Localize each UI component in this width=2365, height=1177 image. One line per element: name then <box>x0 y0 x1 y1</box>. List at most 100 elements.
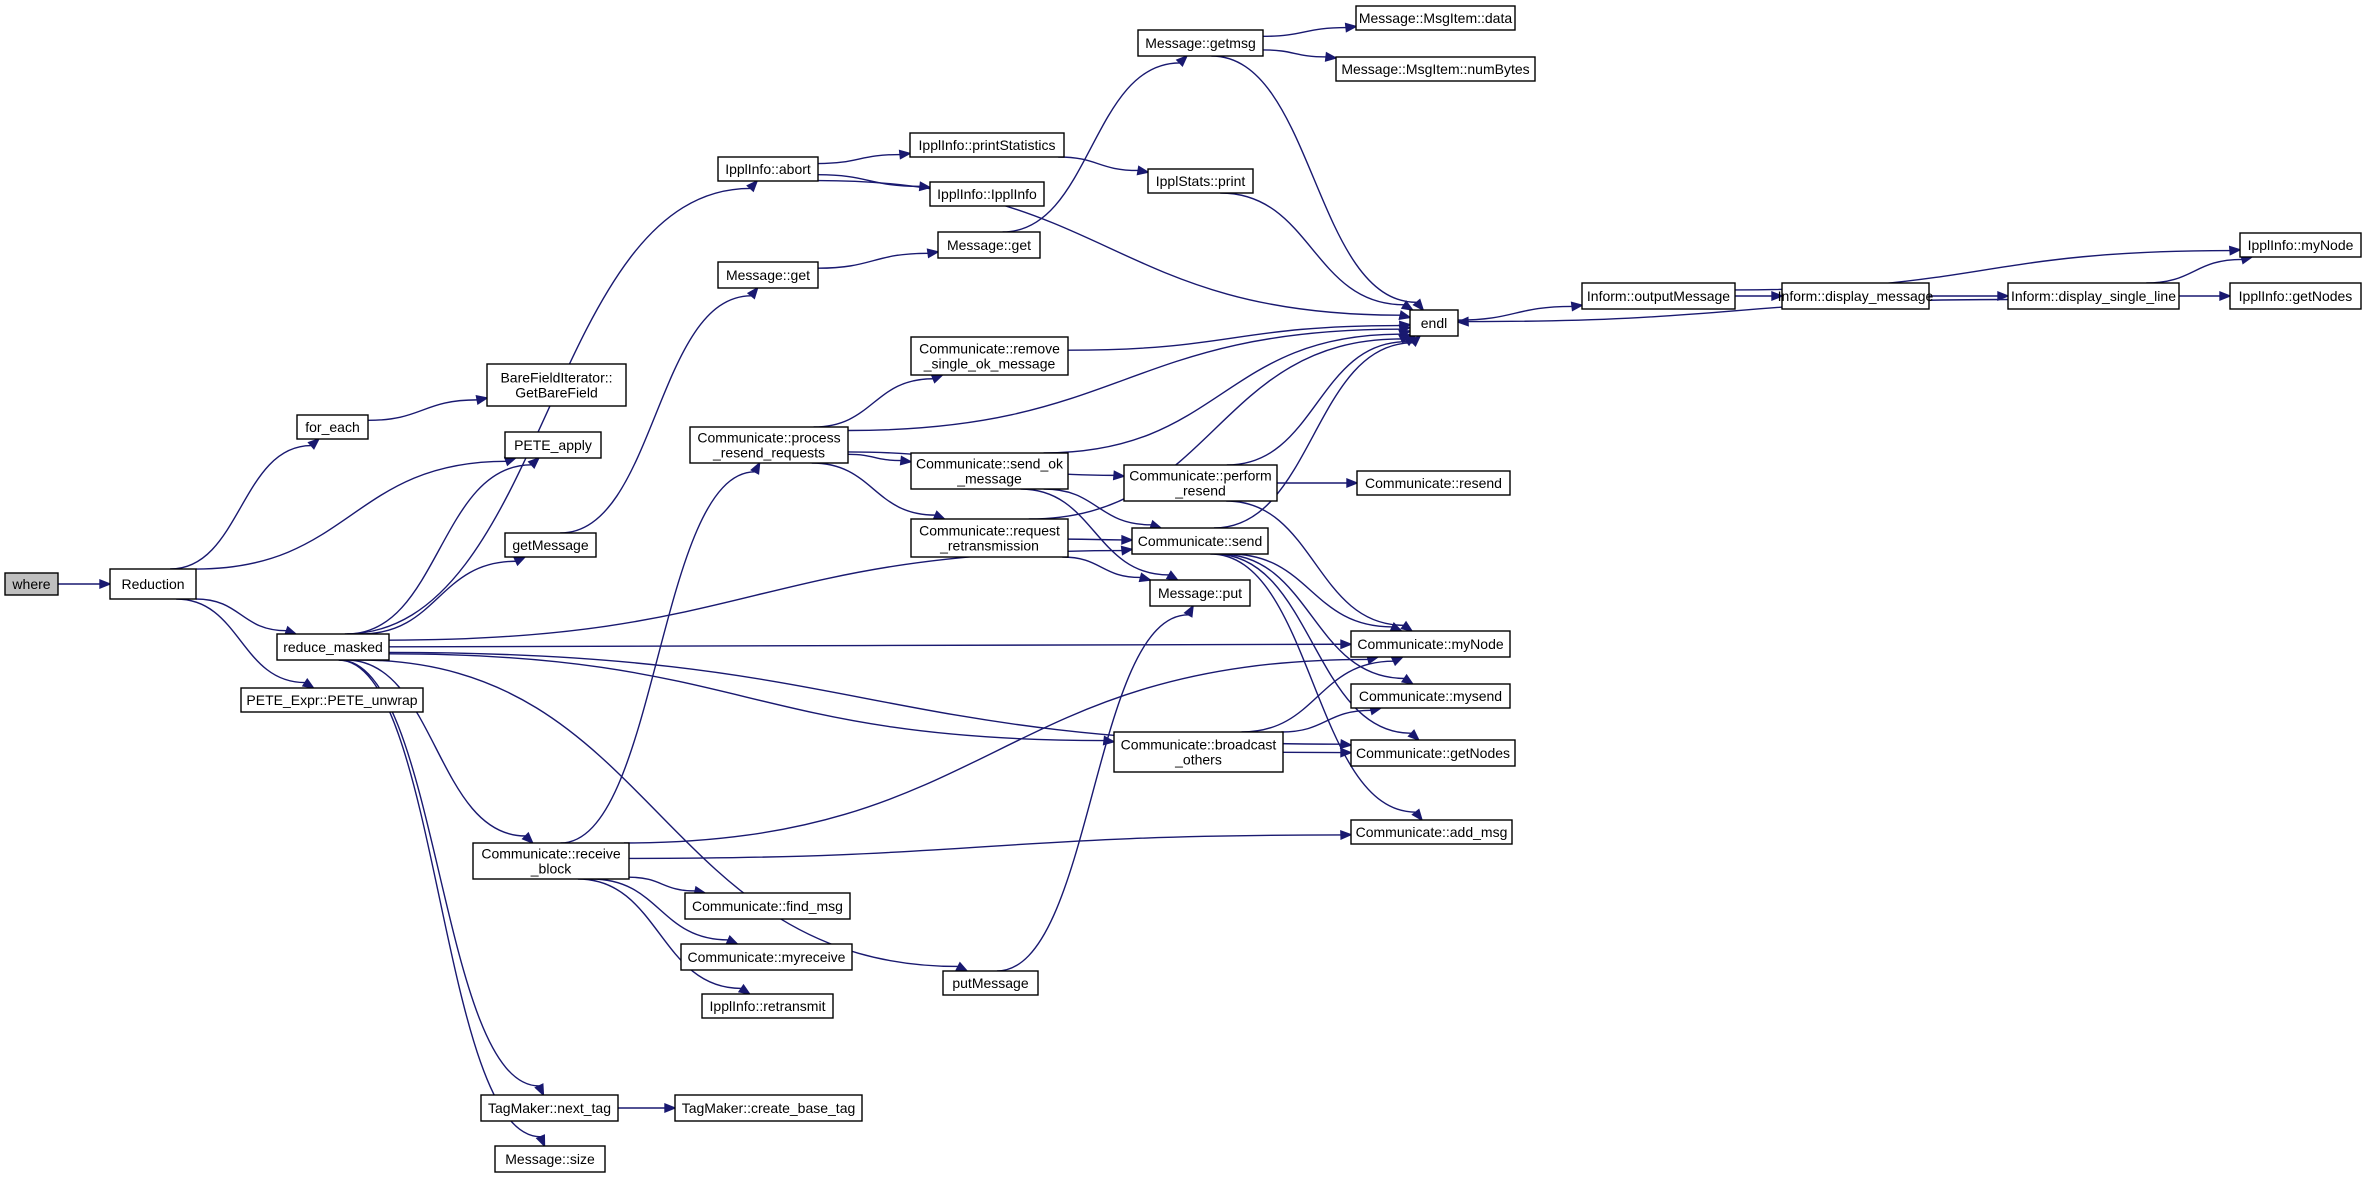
node-message_get1[interactable]: Message::get <box>717 261 819 289</box>
edge-message_getmsg-to-msgitem_data <box>1262 22 1358 38</box>
node-box <box>486 363 627 407</box>
node-barefield[interactable]: BareFieldIterator::GetBareField <box>486 363 627 407</box>
node-comm_myreceive[interactable]: Communicate::myreceive <box>680 943 853 971</box>
node-ippl_mynode[interactable]: IpplInfo::myNode <box>2239 232 2362 258</box>
node-label: Communicate::request <box>919 523 1060 539</box>
node-pete_apply[interactable]: PETE_apply <box>504 431 602 459</box>
node-where[interactable]: where <box>4 572 59 596</box>
node-box <box>2229 282 2362 310</box>
edge-message_get2-to-message_getmsg <box>1002 54 1189 233</box>
edge-line <box>560 295 752 534</box>
edge-ippl_abort-to-endl <box>817 179 1412 320</box>
node-box <box>1350 683 1511 709</box>
node-box <box>929 181 1045 207</box>
node-ippl_abort[interactable]: IpplInfo::abort <box>717 156 819 182</box>
node-box <box>1149 579 1251 607</box>
node-msgitem_numbytes[interactable]: Message::MsgItem::numBytes <box>1335 56 1536 82</box>
edge-arrowhead <box>1324 51 1338 62</box>
edge-line <box>1067 324 1401 351</box>
edge-line <box>577 878 742 990</box>
node-for_each[interactable]: for_each <box>296 414 369 440</box>
node-box <box>109 568 197 600</box>
node-label: _message <box>956 471 1022 487</box>
node-message_getmsg[interactable]: Message::getmsg <box>1137 29 1264 57</box>
node-message_put[interactable]: Message::put <box>1149 579 1251 607</box>
edge-arrowhead <box>930 374 945 384</box>
edge-line <box>996 614 1189 972</box>
node-ippl_retransmit[interactable]: IpplInfo::retransmit <box>701 993 834 1019</box>
node-box <box>1581 282 1736 310</box>
edge-arrowhead <box>1390 656 1405 667</box>
node-ipplstats_print[interactable]: IpplStats::print <box>1147 168 1254 194</box>
node-box <box>910 518 1069 558</box>
node-comm_findmsg[interactable]: Communicate::find_msg <box>684 892 851 920</box>
node-pete_unwrap[interactable]: PETE_Expr::PETE_unwrap <box>240 687 424 713</box>
edge-line <box>623 658 1369 844</box>
edge-arrowhead <box>1407 729 1421 742</box>
node-comm_process[interactable]: Communicate::process_resend_requests <box>689 426 849 464</box>
node-comm_request[interactable]: Communicate::request_retransmission <box>910 518 1069 558</box>
node-box <box>1113 731 1284 773</box>
node-inform_output[interactable]: Inform::outputMessage <box>1581 282 1736 310</box>
node-comm_receive[interactable]: Communicate::receive_block <box>472 842 630 880</box>
edge-line <box>560 471 755 844</box>
node-comm_getnodes[interactable]: Communicate::getNodes <box>1350 739 1516 767</box>
node-tag_next[interactable]: TagMaker::next_tag <box>480 1094 619 1122</box>
edge-line <box>367 399 478 422</box>
node-msgitem_data[interactable]: Message::MsgItem::data <box>1355 5 1516 31</box>
edge-arrowhead <box>750 461 761 475</box>
node-label: BareFieldIterator:: <box>500 370 612 386</box>
node-box <box>1137 29 1264 57</box>
edge-line <box>339 659 540 1087</box>
edge-arrowhead <box>1398 320 1412 331</box>
node-box <box>684 892 851 920</box>
node-comm_send[interactable]: Communicate::send <box>1131 527 1269 555</box>
node-ippl_ipplinfo[interactable]: IpplInfo::IpplInfo <box>929 181 1045 207</box>
node-tag_create[interactable]: TagMaker::create_base_tag <box>674 1094 863 1122</box>
edge-comm_broadcast-to-comm_getnodes <box>1282 747 1353 758</box>
node-box <box>2007 282 2180 310</box>
edge-arrowhead <box>1400 620 1414 633</box>
node-comm_mynode[interactable]: Communicate::myNode <box>1350 630 1511 658</box>
node-inform_display[interactable]: Inform::display_message <box>1778 282 1934 310</box>
edge-comm_send-to-comm_mynode <box>1229 553 1404 632</box>
node-ippl_printstats[interactable]: IpplInfo::printStatistics <box>909 132 1065 158</box>
node-box <box>680 943 853 971</box>
edge-arrowhead <box>1398 310 1412 320</box>
node-label: Communicate::send <box>1138 533 1263 549</box>
edge-arrowhead <box>521 831 535 845</box>
node-label: PETE_apply <box>514 437 592 453</box>
edge-line <box>1229 553 1393 628</box>
edge-arrowhead <box>513 556 527 567</box>
node-comm_broadcast[interactable]: Communicate::broadcast_others <box>1113 731 1284 773</box>
node-putmessage[interactable]: putMessage <box>942 970 1039 996</box>
node-message_get2[interactable]: Message::get <box>937 231 1041 259</box>
edge-arrowhead <box>99 578 112 590</box>
edge-line <box>1281 709 1372 733</box>
node-ippl_getnodes[interactable]: IpplInfo::getNodes <box>2229 282 2362 310</box>
node-box <box>937 231 1041 259</box>
node-box <box>240 687 424 713</box>
edge-line <box>195 460 507 570</box>
edge-line <box>1226 500 1404 626</box>
node-comm_remove[interactable]: Communicate::remove_single_ok_message <box>910 336 1069 376</box>
edge-comm_send-to-endl <box>1213 334 1422 529</box>
edge-for_each-to-barefield <box>367 395 489 422</box>
node-comm_resend[interactable]: Communicate::resend <box>1356 470 1511 496</box>
edge-line <box>1062 556 1141 579</box>
node-box <box>1350 739 1516 767</box>
node-comm_sendok[interactable]: Communicate::send_ok_message <box>910 452 1069 490</box>
node-reduce_masked[interactable]: reduce_masked <box>276 633 390 661</box>
node-inform_single[interactable]: Inform::display_single_line <box>2007 282 2180 310</box>
node-comm_addmsg[interactable]: Communicate::add_msg <box>1350 819 1513 845</box>
node-box <box>480 1094 619 1122</box>
node-label: Inform::display_single_line <box>2011 288 2176 304</box>
node-endl[interactable]: endl <box>1409 309 1459 337</box>
node-comm_perform[interactable]: Communicate::perform_resend <box>1123 464 1278 502</box>
node-reduction[interactable]: Reduction <box>109 568 197 600</box>
node-comm_mysend[interactable]: Communicate::mysend <box>1350 683 1511 709</box>
node-message_size[interactable]: Message::size <box>494 1145 606 1173</box>
node-getmessage[interactable]: getMessage <box>504 532 597 558</box>
node-label: Message::get <box>947 237 1031 253</box>
